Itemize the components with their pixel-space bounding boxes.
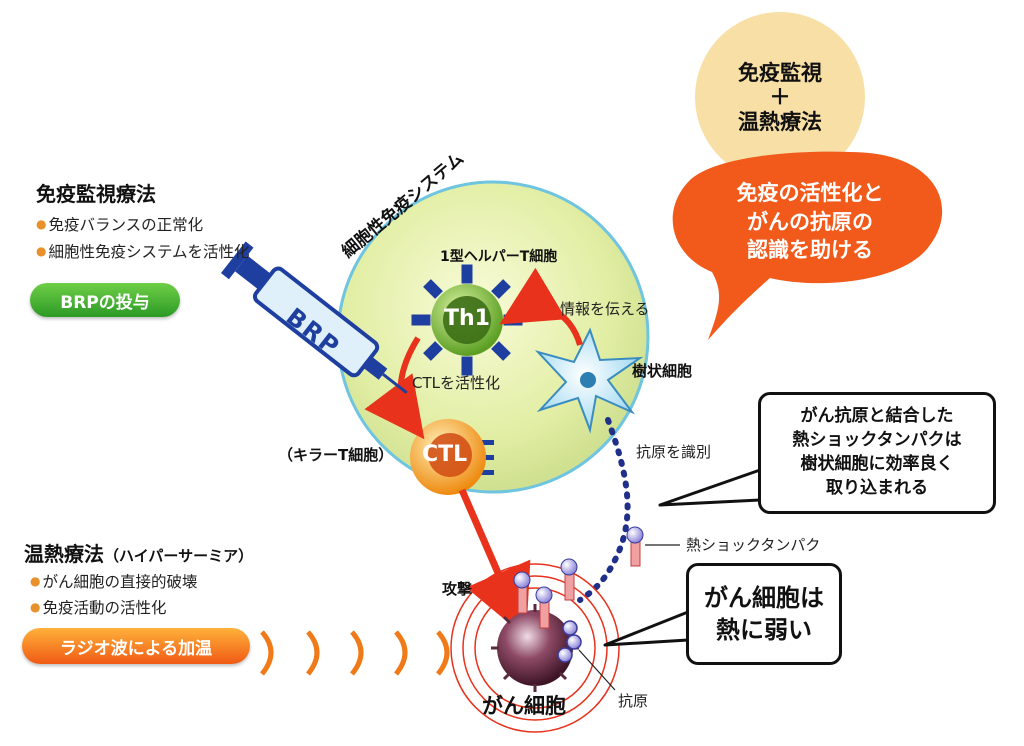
bubble-shape (672, 151, 943, 340)
top-circle-text: 免疫監視 ＋ 温熱療法 (700, 40, 860, 155)
hyperthermia-title-row: 温熱療法（ハイパーサーミア） (24, 538, 253, 567)
top-circle-line-2: ＋ (769, 85, 791, 110)
hsp-box-line-1: がん抗原と結合した (800, 406, 954, 427)
th1-name-label: 1型ヘルパーT細胞 (440, 249, 558, 265)
cancer-cell-label: がん細胞 (482, 694, 566, 718)
th1-label: Th1 (444, 306, 490, 331)
top-circle-bg (695, 12, 865, 182)
radio-wave-pill-label: ラジオ波による加温 (59, 638, 213, 659)
info-transfer-label: 情報を伝える (560, 300, 650, 318)
immune-therapy-bullet-1: 免疫バランスの正常化 (36, 213, 203, 235)
bubble-line-1: 免疫の活性化と (736, 181, 884, 206)
hsp-markers (513, 526, 644, 629)
antigen-label: 抗原 (618, 692, 649, 710)
hsp-box-line-3: 樹状細胞に効率良く (800, 454, 954, 474)
immune-therapy-title: 免疫監視療法 (36, 182, 156, 206)
bubble-text: 免疫の活性化と がんの抗原の 認識を助ける (680, 172, 940, 272)
ctl-activate-label: CTLを活性化 (412, 374, 500, 392)
attack-label: 攻撃 (442, 580, 473, 598)
ctl-label: CTL (422, 442, 468, 467)
hyperthermia-bullet-1: がん細胞の直接的破壊 (30, 570, 197, 592)
top-circle-line-1: 免疫監視 (738, 61, 822, 86)
bubble-line-2: がんの抗原の (747, 209, 873, 234)
brp-pill: BRPの投与 (30, 283, 180, 317)
ctl-cell-graphic (410, 419, 494, 495)
hsp-label: 熱ショックタンパク (686, 536, 821, 554)
dendritic-cell-label: 樹状細胞 (632, 362, 693, 380)
hsp-box-line-2: 熱ショックタンパクは (792, 430, 962, 451)
bubble-line-3: 認識を助ける (747, 238, 873, 263)
immune-therapy-bullet-2: 細胞性免疫システムを活性化 (36, 240, 249, 262)
top-circle-line-3: 温熱療法 (738, 109, 822, 134)
hyperthermia-bullet-2: 免疫活動の活性化 (30, 596, 166, 618)
heat-box-line-2: 熱に弱い (716, 616, 812, 644)
hyperthermia-subtitle: （ハイパーサーミア） (104, 547, 254, 565)
radio-wave-pill: ラジオ波による加温 (22, 628, 250, 664)
heat-box-line-1: がん細胞は (704, 583, 824, 612)
antigen-recognize-label: 抗原を識別 (636, 443, 712, 461)
hsp-box-line-4: 取り込まれる (826, 477, 928, 498)
hyperthermia-title: 温熱療法 (24, 542, 104, 566)
heat-weak-box: がん細胞は 熱に弱い (686, 563, 842, 665)
brp-pill-label: BRPの投与 (60, 292, 150, 313)
killer-t-label: （キラーT細胞） (278, 446, 394, 464)
hsp-info-box: がん抗原と結合した 熱ショックタンパクは 樹状細胞に効率良く 取り込まれる (758, 392, 996, 514)
